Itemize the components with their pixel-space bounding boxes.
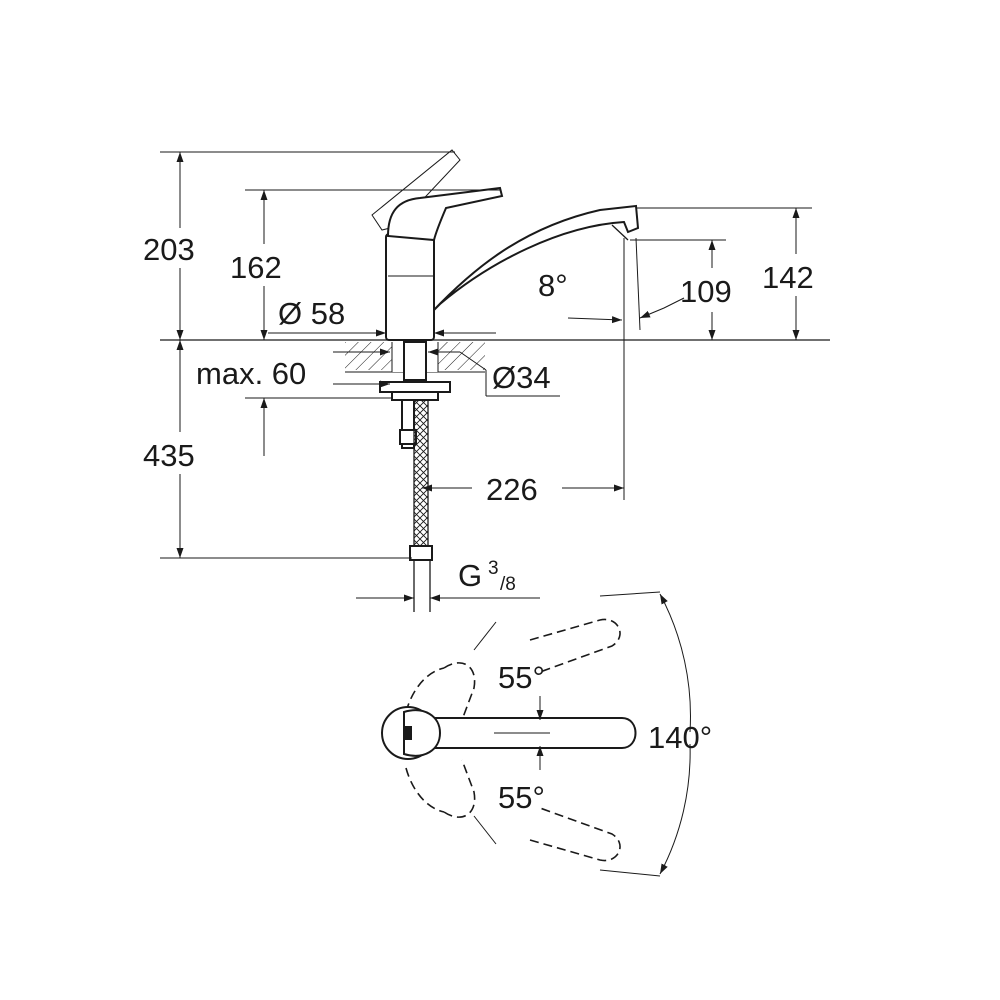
fixing-and-hose [379, 341, 451, 612]
hose-length-label: 435 [143, 438, 195, 473]
dimension-lines [160, 151, 812, 602]
lever-handle [386, 186, 504, 242]
height-142-label: 142 [762, 260, 814, 295]
fixing-nut [391, 391, 439, 401]
counter-thickness-label: max. 60 [196, 356, 306, 391]
faucet-body-cylinder [385, 233, 435, 341]
faucet-body [371, 149, 640, 341]
lever-lower-far [529, 807, 621, 862]
lever-upper-far [529, 618, 621, 673]
spout-angle-label: 8° [538, 268, 568, 303]
connection-numerator: 3 [488, 558, 499, 579]
braided-hose [413, 399, 429, 547]
faucet-top-lever-base [403, 709, 442, 757]
spout-reach-label: 226 [486, 472, 538, 507]
lever-lower-near [443, 759, 476, 818]
connection-thread-label: G [458, 558, 482, 593]
indicator-mark [404, 726, 412, 740]
connection-denominator: /8 [500, 574, 516, 595]
threaded-stud [403, 341, 427, 381]
upper-angle-label: 55° [498, 660, 545, 695]
lower-angle-label: 55° [498, 780, 545, 815]
total-angle-label: 140° [648, 720, 712, 755]
hole-diameter-label: Ø34 [492, 360, 551, 395]
fixing-plate [379, 381, 451, 393]
height-162-label: 162 [230, 250, 282, 285]
spout [431, 204, 640, 313]
spout-aerator [611, 224, 629, 241]
diameter-58-label: Ø 58 [278, 296, 345, 331]
lever-raised-outline [371, 149, 461, 231]
top-view-rotation [381, 591, 691, 877]
height-203-label: 203 [143, 232, 195, 267]
lever-upper-near [443, 662, 476, 721]
hose-connector [409, 545, 433, 561]
height-109-label: 109 [680, 274, 732, 309]
